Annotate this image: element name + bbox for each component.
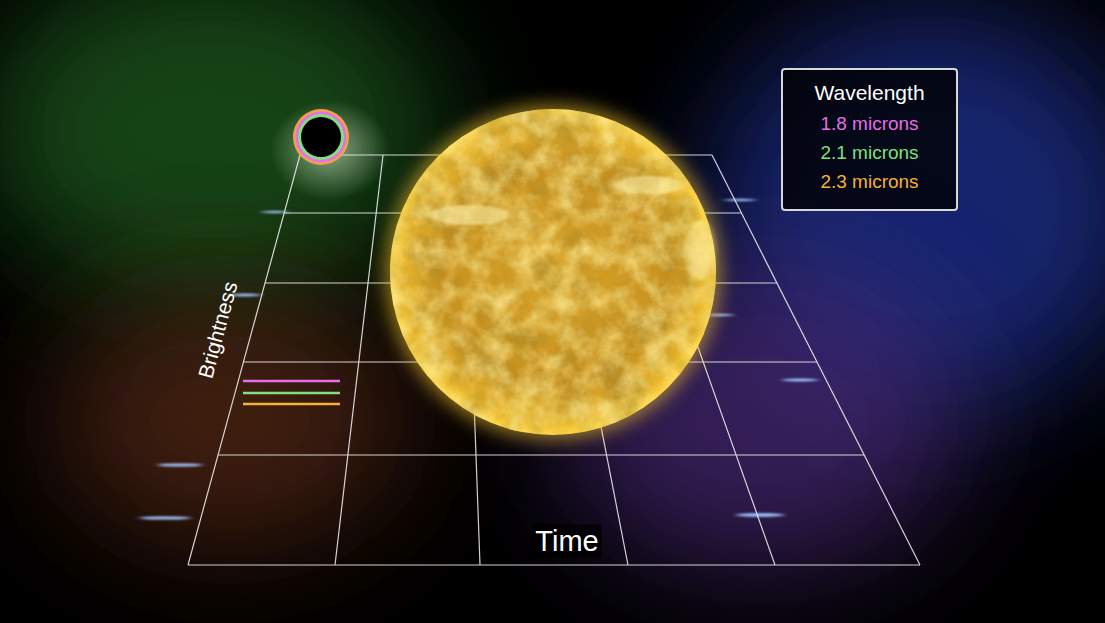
- grid-line: [188, 564, 920, 565]
- legend-text: 2.3 microns: [820, 171, 918, 192]
- axis-label: Time: [532, 525, 601, 558]
- legend-title: Wavelength: [797, 80, 942, 106]
- sun: [385, 104, 721, 440]
- nebula: [0, 0, 1105, 570]
- legend-entry: 2.1 microns: [797, 138, 942, 167]
- grid-line: [188, 155, 300, 565]
- legend-box: Wavelength 1.8 microns 2.1 microns 2.3 micr…: [781, 68, 958, 211]
- legend-entry: 2.3 microns: [797, 167, 942, 196]
- legend-text: 1.8 microns: [820, 113, 918, 134]
- grid-line: [712, 155, 920, 565]
- planet: [293, 109, 349, 165]
- grid-line: [218, 454, 864, 455]
- legend-text: 2.1 microns: [820, 142, 918, 163]
- grid-line: [335, 155, 383, 565]
- legend-entry: 1.8 microns: [797, 109, 942, 138]
- brightness-lines: [243, 381, 340, 404]
- axis-label: Brightness: [193, 276, 243, 384]
